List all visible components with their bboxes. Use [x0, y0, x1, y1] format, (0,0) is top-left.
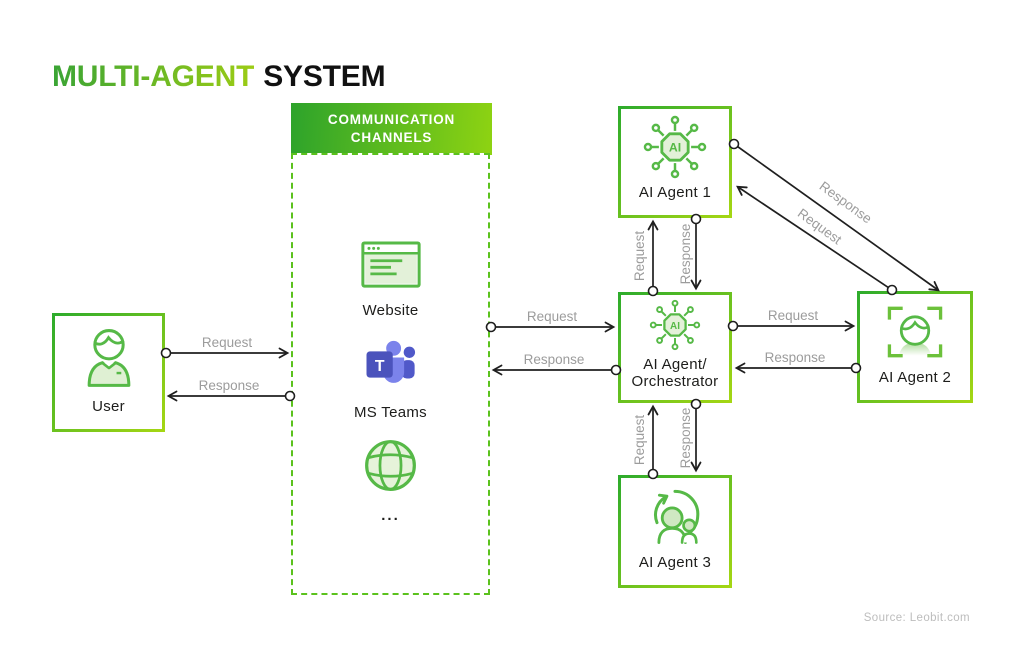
agent1-label: AI Agent 1	[638, 184, 712, 202]
source-credit: Source: Leobit.com	[863, 612, 970, 624]
arrow-orchestrator-to-agent1: Request	[632, 219, 659, 297]
arrow-label-orchestrator-to-channels: Response	[524, 352, 585, 367]
arrow-label-channels-to-user: Response	[199, 378, 260, 393]
arrow-label-agent1-to-agent2: Response	[817, 178, 875, 226]
arrow-label-agent3-to-orchestrator: Request	[632, 415, 647, 466]
arrow-user-to-channels: Request	[160, 335, 290, 359]
arrow-agent2-to-agent1: Request	[736, 185, 898, 296]
arrow-agent2-to-orchestrator: Response	[734, 350, 862, 374]
orchestrator-label: AI Agent/ Orchestrator	[632, 356, 719, 391]
channel-item-other: ...	[293, 438, 488, 524]
orchestrator-label-line2: Orchestrator	[631, 373, 719, 391]
arrow-orchestrator-to-agent3: Response	[678, 398, 702, 473]
user-label: User	[92, 398, 125, 416]
communication-channels-header: COMMUNICATION CHANNELS	[291, 103, 492, 155]
channel-label-website: Website	[362, 302, 419, 319]
channel-label-other: ...	[381, 507, 400, 524]
arrow-label-agent2-to-agent1: Request	[795, 206, 845, 248]
agent1-node: AI AI Agent 1	[618, 106, 732, 218]
ai-hub-icon: AI	[643, 115, 707, 178]
user-icon	[87, 329, 130, 388]
communication-channels-header-label: COMMUNICATION CHANNELS	[327, 112, 456, 145]
browser-icon	[360, 241, 421, 288]
cycle-people-icon	[653, 490, 700, 545]
arrow-agent1-to-agent2: Response	[728, 138, 940, 292]
arrow-orchestrator-to-channels: Response	[491, 352, 622, 376]
agent2-node: AI Agent 2	[857, 291, 973, 403]
orchestrator-node: AI AI Agent/ Orchestrator	[618, 292, 732, 403]
agent3-label: AI Agent 3	[638, 554, 712, 572]
channel-item-msteams: T MS Teams	[293, 339, 488, 421]
arrow-label-orchestrator-to-agent3: Response	[678, 408, 693, 469]
arrow-agent3-to-orchestrator: Request	[632, 404, 659, 480]
arrow-label-orchestrator-to-agent2: Request	[768, 308, 819, 323]
user-node: User	[52, 313, 165, 432]
title-rest: SYSTEM	[263, 60, 386, 94]
face-scan-icon	[887, 306, 943, 357]
arrow-label-user-to-channels: Request	[202, 335, 253, 350]
arrow-agent1-to-orchestrator: Response	[678, 213, 702, 291]
arrow-label-channels-to-orchestrator: Request	[527, 309, 578, 324]
ai-hub-text: AI	[670, 321, 680, 332]
orchestrator-label-line1: AI Agent/	[643, 355, 707, 373]
arrow-label-orchestrator-to-agent1: Request	[632, 231, 647, 282]
ai-hub-icon: AI	[649, 300, 701, 351]
globe-icon	[365, 440, 416, 491]
teams-letter: T	[374, 358, 384, 375]
title-highlight: MULTI-AGENT	[52, 60, 255, 94]
channel-item-website: Website	[293, 241, 488, 319]
agent3-node: AI Agent 3	[618, 475, 732, 588]
arrow-channels-to-user: Response	[166, 378, 296, 402]
channel-label-msteams: MS Teams	[354, 404, 427, 421]
ai-hub-text: AI	[669, 140, 681, 154]
arrow-channels-to-orchestrator: Request	[485, 309, 616, 333]
arrow-orchestrator-to-agent2: Request	[727, 308, 856, 332]
ms-teams-icon: T	[366, 340, 415, 383]
communication-channels-box: Website T MS Teams ...	[291, 153, 490, 595]
agent2-label: AI Agent 2	[878, 369, 952, 387]
arrow-label-agent2-to-orchestrator: Response	[765, 350, 826, 365]
arrow-label-agent1-to-orchestrator: Response	[678, 224, 693, 285]
